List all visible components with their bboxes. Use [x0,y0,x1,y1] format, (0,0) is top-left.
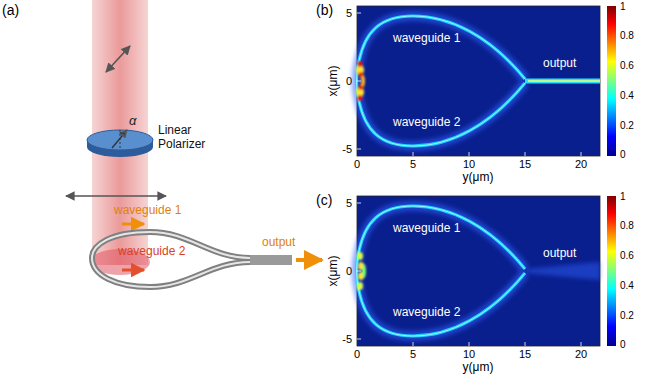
tick-label: 0 [354,348,360,361]
tick-label: 0 [346,75,352,88]
output-label: output [262,236,295,250]
colorbar-label: 0.2 [620,120,634,132]
tick-label: -5 [342,333,352,346]
axis-title: y(μm) [463,361,494,375]
colorbar-label: 0.2 [620,310,634,322]
tick-label: 10 [463,158,475,171]
tick-label: 0 [354,158,360,171]
colorbar-label: 0.4 [620,90,634,102]
axis-title: x(μm) [327,66,341,97]
colorbar-label: 0.6 [620,250,634,262]
tick-label: 10 [463,348,475,361]
waveguide-label: waveguide 2 [118,245,185,259]
colorbar-label: 0 [620,339,626,351]
tick-label: 5 [410,158,416,171]
component-label: Linear Polarizer [158,124,220,152]
tick-label: 20 [575,348,587,361]
angle-symbol: α [129,114,136,129]
output-label: output [543,57,576,71]
output-label: output [543,247,576,261]
colorbar-label: 1 [620,191,626,203]
waveguide-label: waveguide 2 [393,116,460,130]
tick-label: 20 [575,158,587,171]
tick-label: -5 [342,143,352,156]
colorbar-label: 0 [620,149,626,161]
tick-label: 5 [346,197,352,210]
waveguide-label: waveguide 1 [393,222,460,236]
colorbar-label: 0.6 [620,60,634,72]
tick-label: 5 [346,7,352,20]
waveguide-label: waveguide 1 [393,32,460,46]
panel-letter: (a) [2,2,19,18]
tick-label: 15 [519,158,531,171]
tick-label: 15 [519,348,531,361]
panel-letter: (b) [316,2,333,18]
axis-title: x(μm) [327,256,341,287]
axis-title: y(μm) [463,171,494,185]
tick-label: 5 [410,348,416,361]
waveguide-label: waveguide 2 [393,306,460,320]
colorbar-label: 1 [620,1,626,13]
colorbar-label: 0.4 [620,280,634,292]
tick-label: 0 [346,265,352,278]
colorbar-label: 0.8 [620,30,634,42]
waveguide-label: waveguide 1 [114,204,181,218]
panel-letter: (c) [316,192,332,208]
colorbar-label: 0.8 [620,220,634,232]
